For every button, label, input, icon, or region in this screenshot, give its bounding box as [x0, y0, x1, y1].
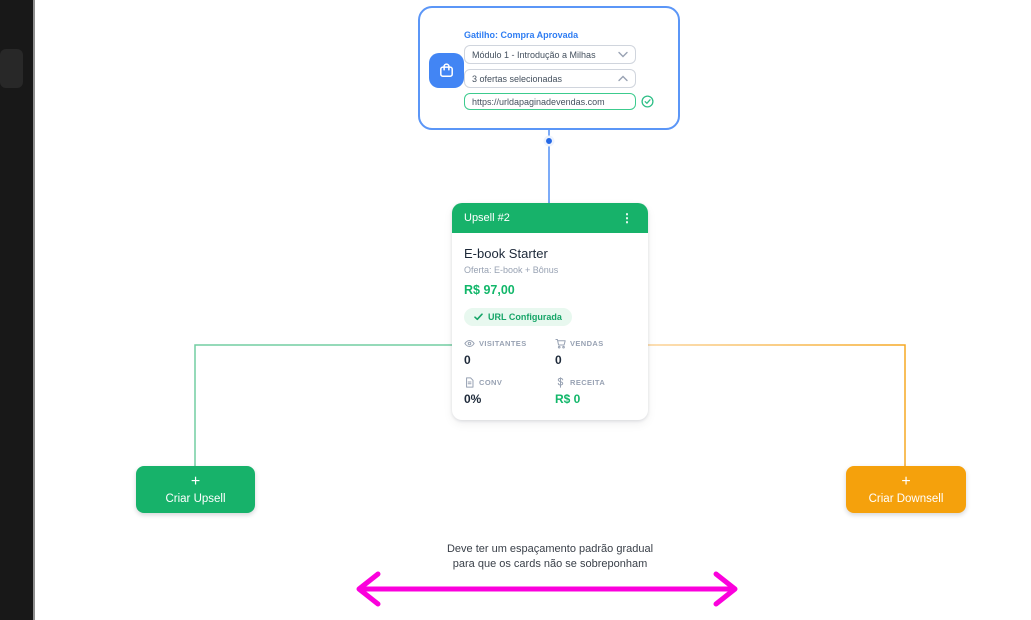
dollar-icon	[557, 377, 564, 388]
connection-handle-dot[interactable]	[543, 135, 555, 147]
connector-upsell-left	[194, 344, 453, 466]
spacing-note-line2: para que os cards não se sobreponham	[452, 558, 648, 570]
url-input[interactable]	[464, 93, 636, 110]
url-configured-badge: URL Configurada	[464, 308, 572, 326]
connectors-layer	[194, 130, 906, 607]
spacing-double-arrow	[356, 571, 738, 607]
stat-conv-value: 0%	[464, 392, 482, 406]
url-configured-badge-label: URL Configurada	[488, 312, 562, 322]
connector-downsell-right	[648, 344, 906, 466]
module-select[interactable]: Módulo 1 - Introdução a Milhas	[464, 45, 636, 64]
plus-icon: +	[901, 473, 911, 490]
upsell-card-header: Upsell #2 ⋮	[452, 203, 648, 233]
shopping-bag-icon	[429, 53, 464, 88]
trigger-node[interactable]: Gatilho: Compra Aprovada Módulo 1 - Intr…	[418, 6, 680, 130]
cart-icon	[555, 338, 566, 349]
spacing-note-line1: Deve ter um espaçamento padrão gradual	[446, 543, 654, 555]
stats-grid: VISITANTES 0 VENDAS	[464, 338, 636, 406]
upsell-card[interactable]: Upsell #2 ⋮ E-book Starter Oferta: E-boo…	[452, 203, 648, 420]
trigger-label: Gatilho: Compra Aprovada	[464, 30, 579, 40]
document-icon	[466, 377, 474, 388]
plus-icon: +	[190, 473, 201, 490]
create-downsell-button[interactable]: + Criar Downsell	[846, 466, 966, 513]
spacing-note: Deve ter um espaçamento padrão gradual p…	[350, 542, 750, 572]
upsell-card-title: Upsell #2	[464, 212, 510, 224]
chevron-up-icon	[618, 75, 628, 82]
stat-visitantes: VISITANTES 0	[464, 338, 555, 367]
stat-receita-label: RECEITA	[570, 378, 606, 387]
stat-conv: CONV 0%	[464, 377, 555, 406]
eye-icon	[464, 339, 475, 348]
check-circle-icon	[641, 95, 654, 108]
module-select-value: Módulo 1 - Introdução a Milhas	[472, 49, 596, 60]
stat-vendas-value: 0	[555, 353, 562, 367]
sidebar	[0, 0, 35, 620]
offers-select-value: 3 ofertas selecionadas	[472, 73, 563, 84]
flow-canvas[interactable]: Gatilho: Compra Aprovada Módulo 1 - Intr…	[35, 0, 1031, 620]
upsell-card-body: E-book Starter Oferta: E-book + Bônus R$…	[452, 233, 648, 406]
stat-receita-value: R$ 0	[555, 392, 581, 406]
url-row	[464, 93, 666, 110]
stat-visitantes-label: VISITANTES	[479, 339, 527, 348]
kebab-menu-icon[interactable]: ⋮	[621, 211, 633, 225]
stat-conv-label: CONV	[479, 378, 503, 387]
create-upsell-button[interactable]: + Criar Upsell	[136, 466, 255, 513]
product-offer: Oferta: E-book + Bônus	[464, 265, 559, 275]
product-title: E-book Starter	[464, 246, 548, 261]
trigger-content: Gatilho: Compra Aprovada Módulo 1 - Intr…	[420, 8, 678, 110]
create-upsell-label: Criar Upsell	[165, 493, 226, 505]
chevron-down-icon	[618, 51, 628, 58]
create-downsell-label: Criar Downsell	[868, 493, 944, 505]
stat-visitantes-value: 0	[464, 353, 471, 367]
check-icon	[474, 313, 483, 321]
product-price: R$ 97,00	[464, 283, 515, 297]
offers-select[interactable]: 3 ofertas selecionadas	[464, 69, 636, 88]
stat-vendas-label: VENDAS	[570, 339, 604, 348]
sidebar-collapsed-tab[interactable]	[0, 49, 23, 88]
stat-receita: RECEITA R$ 0	[555, 377, 636, 406]
stat-vendas: VENDAS 0	[555, 338, 636, 367]
